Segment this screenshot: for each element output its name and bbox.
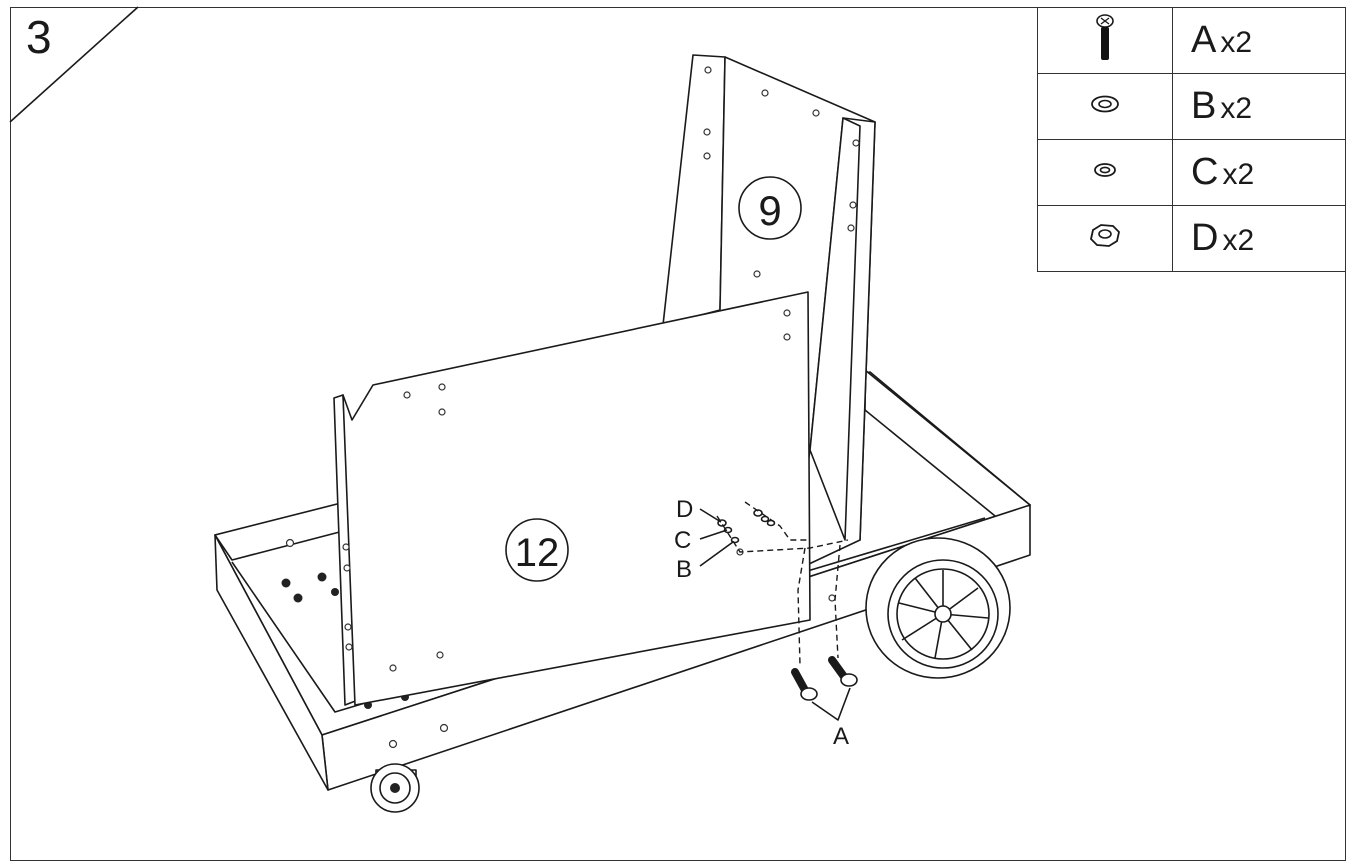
bolt-icon <box>1096 14 1114 60</box>
base-hole <box>439 723 449 733</box>
step-corner-divider <box>9 6 139 123</box>
callout-d: D <box>676 496 693 523</box>
large-washer-icon <box>730 536 740 544</box>
base-hole <box>293 593 303 603</box>
part-qty: x2 <box>1220 26 1253 59</box>
base-left-face <box>214 534 329 791</box>
base-hole <box>331 588 339 596</box>
base-hole <box>285 538 295 548</box>
part-letter: A <box>1191 19 1217 61</box>
base-hole <box>828 594 836 602</box>
base-hole <box>281 578 291 588</box>
large-washer-icon <box>1091 95 1119 113</box>
base-hole <box>317 572 327 582</box>
part-qty: x2 <box>1222 158 1255 191</box>
small-washer-icon <box>1094 163 1116 177</box>
rear-panel-label-circle <box>738 176 802 240</box>
front-panel-label: 12 <box>515 531 560 575</box>
callout-c: C <box>674 527 691 554</box>
bolt-icon <box>791 668 818 701</box>
hardware-callouts: D C B A <box>674 496 858 750</box>
callout-b: B <box>676 556 692 583</box>
hex-nut-icon <box>1090 224 1120 247</box>
caster-axle <box>390 783 400 793</box>
callout-a: A <box>833 723 849 750</box>
base-hole <box>388 739 398 749</box>
rear-wheel <box>865 537 1011 679</box>
part-qty: x2 <box>1220 92 1253 125</box>
part-letter: D <box>1191 217 1219 259</box>
step-number: 3 <box>26 11 52 63</box>
rear-wheel-hub <box>934 605 952 623</box>
front-panel: 12 <box>333 291 811 706</box>
rear-panel-flange-left <box>662 54 726 326</box>
front-panel-face <box>342 291 811 706</box>
front-caster <box>370 763 420 813</box>
part-letter: B <box>1191 85 1217 127</box>
hex-nut-icon <box>717 519 727 527</box>
instruction-frame <box>10 7 1346 861</box>
bolt-icon <box>828 656 858 687</box>
part-letter: C <box>1191 151 1219 193</box>
rear-panel-label: 9 <box>758 187 781 234</box>
front-panel-label-circle <box>505 518 569 582</box>
part-qty: x2 <box>1222 224 1255 257</box>
rear-panel-flange-inner <box>809 117 861 541</box>
